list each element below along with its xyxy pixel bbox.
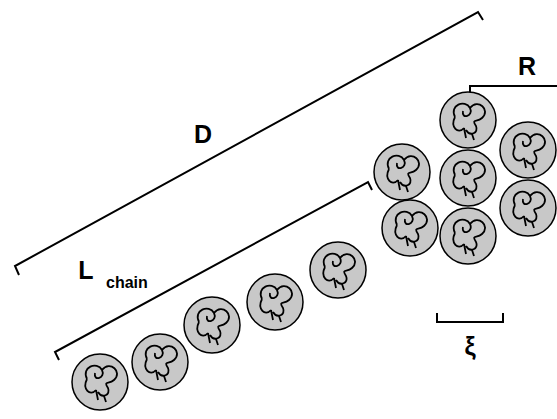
protein-sphere [72,354,128,410]
protein-sphere [132,334,188,390]
dimension-label: D [194,122,212,147]
dimension-brackets [15,12,557,360]
protein-fold [395,212,427,248]
dimension-label: R [518,54,536,79]
protein-sphere [440,208,496,264]
protein-fold [323,254,355,290]
xi-bracket [437,313,503,322]
protein-sphere [310,242,366,298]
sphere-outline [440,92,496,148]
sphere-outline [132,334,188,390]
protein-sphere [184,297,240,353]
subscript-label: chain [106,275,148,291]
protein-fold [453,220,485,256]
protein-fold [453,104,485,140]
sphere-outline [184,297,240,353]
sphere-outline [440,208,496,264]
sphere-outline [440,150,496,206]
protein-fold [85,366,117,402]
d-bracket [15,12,483,275]
protein-sphere [374,144,430,200]
sphere-outline [500,180,556,236]
protein-sphere [440,150,496,206]
protein-fold [145,346,177,382]
protein-sphere [500,122,556,178]
protein-sphere [500,180,556,236]
sphere-outline [247,274,303,330]
protein-sphere [247,274,303,330]
dimension-label: ξ [464,334,475,359]
lchain-bracket [55,182,372,360]
sphere-outline [310,242,366,298]
protein-fold [513,192,545,228]
protein-fold [387,156,419,192]
r-bracket [470,86,557,96]
sphere-outline [374,144,430,200]
protein-fold [260,286,292,322]
protein-fold [453,162,485,198]
sphere-outline [500,122,556,178]
protein-fold [197,309,229,345]
dimension-label: L [78,258,93,283]
sphere-outline [382,200,438,256]
protein-sphere [440,92,496,148]
protein-fold [513,134,545,170]
protein-spheres [72,92,556,410]
sphere-outline [72,354,128,410]
protein-sphere [382,200,438,256]
